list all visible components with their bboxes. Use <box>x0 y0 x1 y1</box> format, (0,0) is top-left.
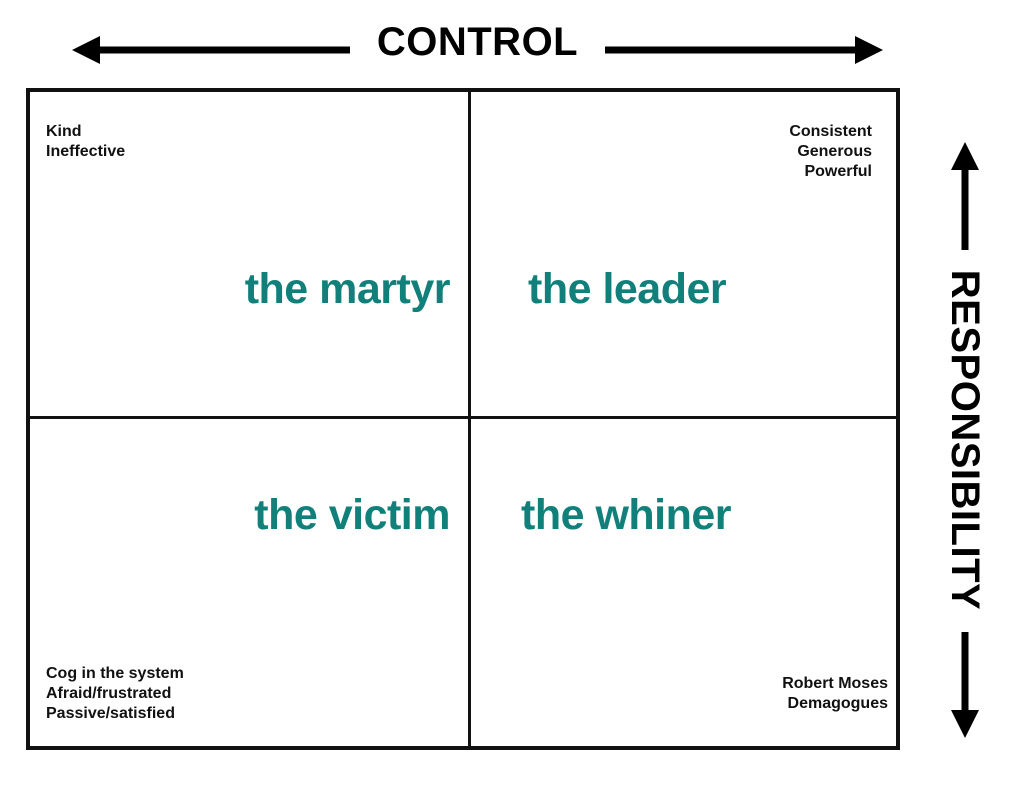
control-axis-label: CONTROL <box>376 20 579 64</box>
up-arrowhead <box>951 142 979 170</box>
responsibility-axis: RESPONSIBILITY <box>930 140 1000 740</box>
left-arrowhead <box>72 36 100 64</box>
responsibility-axis-arrow <box>951 142 979 738</box>
right-arrowhead <box>855 36 883 64</box>
quadrant-top-left-title: the martyr <box>244 265 451 313</box>
control-axis-arrow <box>72 36 883 64</box>
quadrant-top-right-title: the leader <box>528 265 727 313</box>
control-axis: CONTROL <box>70 16 885 86</box>
responsibility-axis-label: RESPONSIBILITY <box>943 269 987 611</box>
quadrant-bottom-right-title: the whiner <box>521 491 732 539</box>
down-arrowhead <box>951 710 979 738</box>
quadrant-bottom-left-title: the victim <box>254 491 450 539</box>
